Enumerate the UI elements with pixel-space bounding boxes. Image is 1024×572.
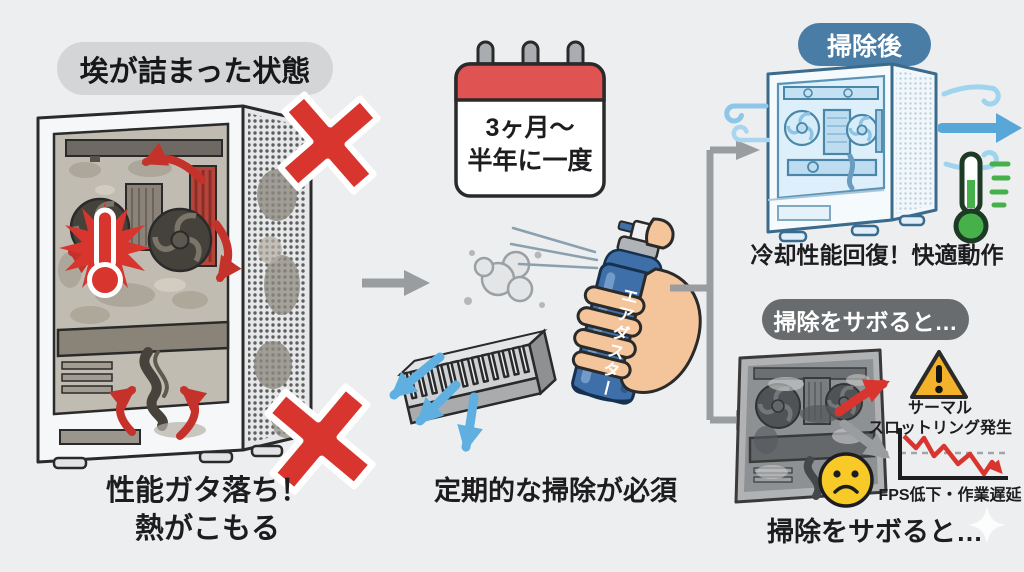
fps-decline-graph: [898, 428, 1008, 480]
fan-icon: [783, 109, 821, 147]
dusty-state-badge-label: 埃が詰まった状態: [79, 55, 311, 88]
airflow-arrows-blue: [389, 352, 483, 453]
after-cleaning-badge: 掃除後: [798, 23, 931, 66]
calendar-schedule: 3ヶ月～ 半年に一度: [456, 112, 604, 177]
clean-internals: [783, 86, 883, 191]
clean-pc-illustration: [766, 62, 938, 243]
flow-arrow-right-icon: [362, 270, 430, 296]
good-result-caption: 冷却性能回復！快適動作: [750, 242, 1004, 268]
wind-in-icon: [724, 103, 771, 143]
left-caption: 性能ガタ落ち！ 熱がこもる: [55, 473, 360, 548]
dust-cloud-icon: [464, 250, 545, 308]
sad-face-icon: [818, 452, 874, 508]
mesh-panel: [241, 104, 313, 452]
overheat-thermometer-icon: [59, 202, 151, 298]
fan-icon: [147, 207, 213, 273]
dusty-state-badge: 埃が詰まった状態: [57, 42, 333, 95]
calendar-icon: [454, 40, 606, 198]
slowdown-arrow-icon: [839, 419, 891, 459]
left-caption-line2: 熱がこもる: [134, 512, 280, 545]
hand: [571, 217, 702, 394]
air-duster-illustration: [571, 217, 702, 405]
warning-caption-line1: サーマル: [907, 400, 972, 417]
cables: [139, 347, 168, 431]
after-cleaning-badge-label: 掃除後: [826, 32, 902, 61]
fps-caption: FPS低下・作業遅延: [878, 487, 1022, 504]
spray-lines: [509, 226, 599, 270]
center-caption: 定期的な掃除が必須: [434, 476, 677, 506]
psu-vent: [59, 429, 141, 445]
heat-arrows: [67, 142, 242, 440]
sparkle-icon: [968, 506, 1006, 544]
warning-caption: サーマル スロットリング発生: [856, 399, 1024, 440]
fan-icon: [845, 113, 879, 147]
dusty-pc-illustration: [36, 104, 313, 470]
branch-connector: [670, 140, 760, 430]
x-mark-icon: [264, 383, 376, 495]
fan-icon: [755, 383, 801, 429]
warning-caption-line2: スロットリング発生: [867, 420, 1012, 438]
throttle-arrow-icon: [834, 379, 890, 417]
psu-shroud: [56, 320, 230, 358]
skip-cleaning-badge: 掃除をサボると…: [762, 299, 969, 340]
cool-thermometer-icon: [953, 151, 1011, 244]
calendar-line2: 半年に一度: [467, 146, 593, 175]
skip-cleaning-badge-label: 掃除をサボると…: [773, 308, 958, 335]
warning-icon: [910, 350, 968, 399]
bad-result-caption: 掃除をサボると…: [767, 517, 983, 547]
x-mark-icon: [277, 91, 381, 195]
left-caption-line1: 性能ガタ落ち！: [105, 475, 309, 507]
calendar-line1: 3ヶ月～: [485, 114, 575, 142]
